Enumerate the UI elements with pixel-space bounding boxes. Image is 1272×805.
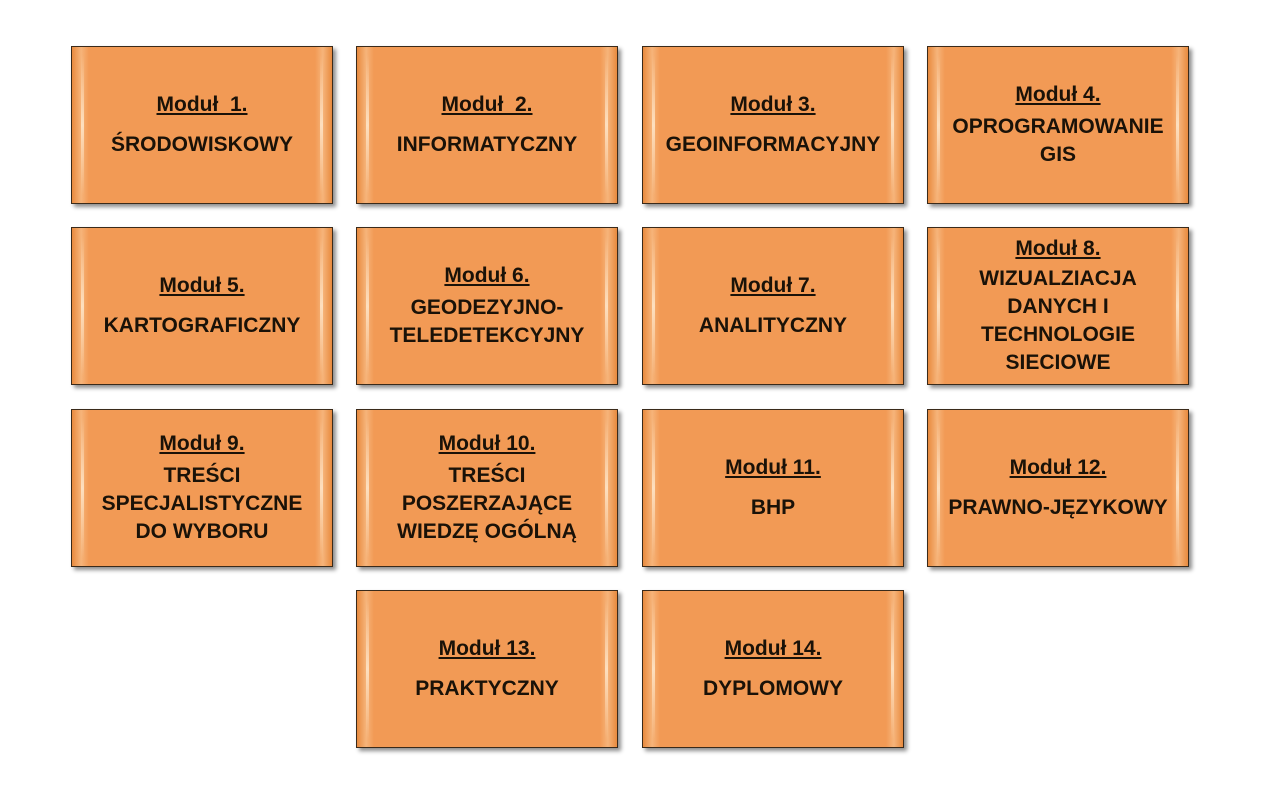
module-name: TREŚCI POSZERZAJĄCE WIEDZĘ OGÓLNĄ xyxy=(397,464,577,543)
module-title: Moduł 3. xyxy=(730,93,816,116)
module-title: Moduł 8. xyxy=(1015,237,1101,260)
module-name: PRAWNO-JĘZYKOWY xyxy=(948,496,1168,519)
module-title: Moduł 13. xyxy=(438,637,536,660)
module-box-13: Moduł 13. PRAKTYCZNY xyxy=(356,590,618,748)
module-box-6: Moduł 6. GEODEZYJNO- TELEDETEKCYJNY xyxy=(356,227,618,385)
module-name: ANALITYCZNY xyxy=(698,314,848,337)
module-title: Moduł 6. xyxy=(444,264,530,287)
module-box-4: Moduł 4. OPROGRAMOWANIE GIS xyxy=(927,46,1189,204)
module-title: Moduł 10. xyxy=(438,432,536,455)
module-box-9: Moduł 9. TREŚCI SPECJALISTYCZNE DO WYBOR… xyxy=(71,409,333,567)
module-name: DYPLOMOWY xyxy=(703,677,843,700)
module-title: Moduł 11. xyxy=(725,456,821,479)
module-box-3: Moduł 3. GEOINFORMACYJNY xyxy=(642,46,904,204)
module-box-2: Moduł 2. INFORMATYCZNY xyxy=(356,46,618,204)
module-title: Moduł 4. xyxy=(1015,83,1101,106)
module-title: Moduł 2. xyxy=(441,93,533,116)
module-name: INFORMATYCZNY xyxy=(396,133,578,156)
module-name: GEOINFORMACYJNY xyxy=(665,133,881,156)
module-name: TREŚCI SPECJALISTYCZNE DO WYBORU xyxy=(101,464,303,543)
module-name: KARTOGRAFICZNY xyxy=(103,314,301,337)
module-box-11: Moduł 11. BHP xyxy=(642,409,904,567)
module-name: WIZUALZIACJA DANYCH I TECHNOLOGIE SIECIO… xyxy=(979,267,1137,374)
module-title: Moduł 12. xyxy=(1009,456,1107,479)
module-title: Moduł 9. xyxy=(159,432,245,455)
module-box-12: Moduł 12. PRAWNO-JĘZYKOWY xyxy=(927,409,1189,567)
module-title: Moduł 7. xyxy=(730,274,816,297)
module-title: Moduł 5. xyxy=(159,274,245,297)
module-name: ŚRODOWISKOWY xyxy=(111,133,293,156)
module-box-8: Moduł 8. WIZUALZIACJA DANYCH I TECHNOLOG… xyxy=(927,227,1189,385)
module-box-1: Moduł 1. ŚRODOWISKOWY xyxy=(71,46,333,204)
module-box-10: Moduł 10. TREŚCI POSZERZAJĄCE WIEDZĘ OGÓ… xyxy=(356,409,618,567)
module-name: PRAKTYCZNY xyxy=(415,677,559,700)
module-name: GEODEZYJNO- TELEDETEKCYJNY xyxy=(389,296,585,347)
module-box-5: Moduł 5. KARTOGRAFICZNY xyxy=(71,227,333,385)
module-box-14: Moduł 14. DYPLOMOWY xyxy=(642,590,904,748)
module-name: BHP xyxy=(750,496,796,519)
module-title: Moduł 1. xyxy=(156,93,248,116)
module-name: OPROGRAMOWANIE GIS xyxy=(952,115,1164,166)
module-title: Moduł 14. xyxy=(724,637,822,660)
module-box-7: Moduł 7. ANALITYCZNY xyxy=(642,227,904,385)
